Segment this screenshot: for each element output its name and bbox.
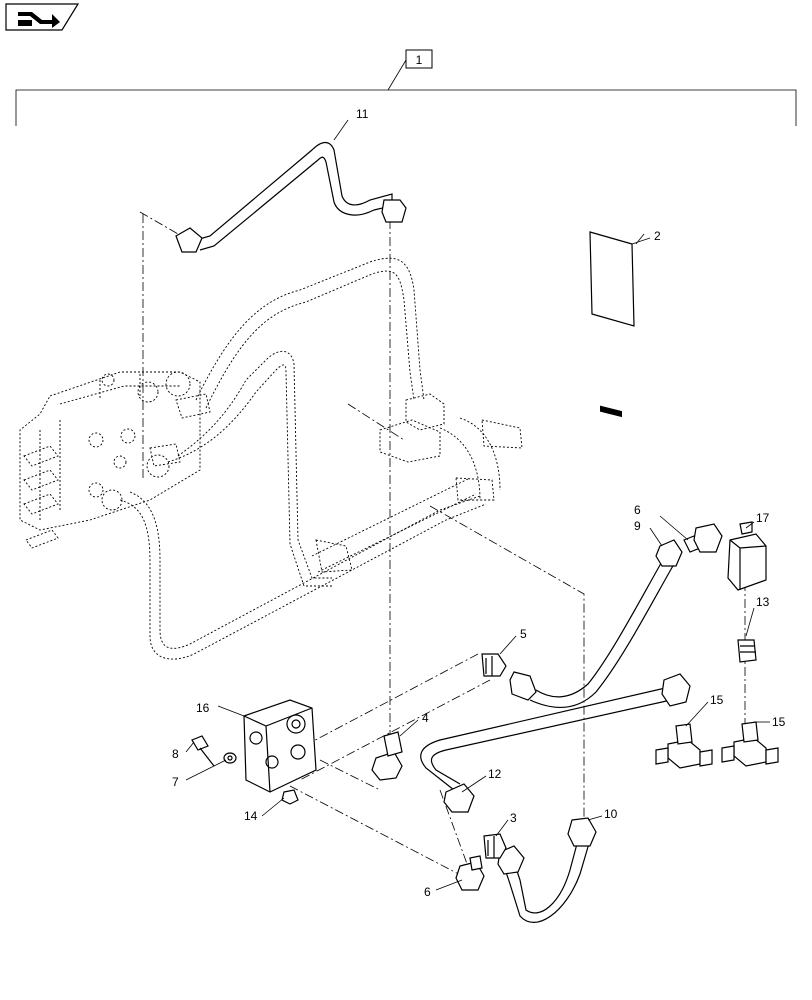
callout-8: 8 (172, 747, 179, 761)
callout-7: 7 (172, 775, 179, 789)
callout-13: 13 (756, 595, 770, 609)
leader-lines (185, 119, 770, 891)
callout-11: 11 (356, 107, 369, 121)
callout-17: 17 (756, 511, 770, 525)
callout-10: 10 (604, 807, 618, 821)
bolt-part-8 (191, 735, 215, 767)
tube-part-9 (509, 539, 683, 708)
callout-9: 9 (634, 519, 641, 533)
center-lines (139, 211, 746, 881)
book-arrow-icon[interactable] (5, 3, 80, 31)
callout-15a: 15 (710, 693, 724, 707)
fitting-part-13 (737, 639, 757, 663)
nut-part-14 (281, 789, 299, 805)
existing-valve-and-lines (19, 257, 523, 660)
fitting-part-3 (483, 833, 507, 859)
callout-12: 12 (488, 767, 502, 781)
tee-fitting-part-15b (721, 721, 779, 767)
callout-labels: 11 2 6 9 17 13 5 15 15 4 16 8 7 12 10 14… (172, 107, 786, 899)
instruction-sheet-part-2 (589, 231, 651, 418)
callout-1: 1 (416, 53, 423, 67)
callout-6-upper: 6 (634, 503, 641, 517)
elbow-part-4 (371, 731, 403, 781)
tube-part-12 (420, 673, 691, 813)
callout-14: 14 (244, 809, 258, 823)
elbow-part-6-lower (455, 855, 485, 891)
callout-4: 4 (422, 711, 429, 725)
washer-part-7 (223, 752, 237, 764)
tube-part-10 (497, 817, 597, 923)
assembly-bracket: 1 (15, 49, 797, 126)
callout-16: 16 (196, 701, 210, 715)
callout-5: 5 (520, 627, 527, 641)
tee-fitting-part-15a (655, 723, 713, 769)
tube-part-11 (175, 141, 407, 253)
block-part-17 (727, 521, 767, 591)
callout-15b: 15 (772, 715, 786, 729)
elbow-part-6-upper (683, 523, 723, 553)
fitting-part-5 (481, 653, 507, 677)
valve-block-part-16 (243, 699, 317, 793)
callout-6-lower: 6 (424, 885, 431, 899)
callout-3: 3 (510, 811, 517, 825)
callout-2: 2 (654, 229, 661, 243)
